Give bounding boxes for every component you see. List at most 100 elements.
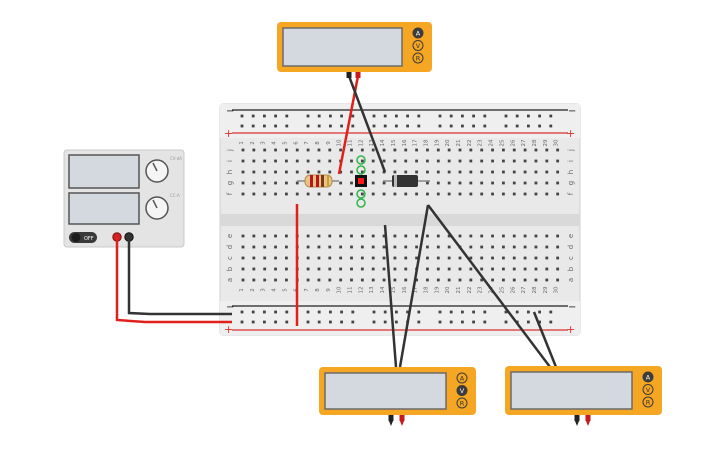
strip-hole[interactable] — [339, 181, 343, 185]
strip-hole[interactable] — [556, 170, 560, 174]
multimeter-bottom-right[interactable]: AVR — [505, 366, 662, 426]
rail-hole[interactable] — [263, 114, 266, 118]
strip-hole[interactable] — [274, 181, 277, 185]
strip-hole[interactable] — [480, 267, 484, 271]
rail-hole[interactable] — [240, 310, 244, 314]
strip-hole[interactable] — [350, 256, 353, 260]
strip-hole[interactable] — [415, 256, 418, 260]
strip-hole[interactable] — [436, 245, 440, 249]
bottom-left-meter-lead-1[interactable] — [383, 224, 398, 368]
rail-hole[interactable] — [417, 310, 421, 314]
strip-hole[interactable] — [274, 170, 277, 174]
strip-hole[interactable] — [436, 267, 440, 271]
strip-hole[interactable] — [491, 192, 494, 196]
strip-hole[interactable] — [252, 181, 256, 185]
strip-hole[interactable] — [252, 192, 256, 196]
red-probe-jack[interactable] — [355, 72, 361, 78]
strip-hole[interactable] — [360, 278, 364, 282]
strip-hole[interactable] — [502, 256, 505, 260]
rail-hole[interactable] — [538, 114, 541, 118]
black-probe-jack[interactable] — [388, 415, 394, 421]
strip-hole[interactable] — [295, 192, 299, 196]
rail-hole[interactable] — [274, 320, 277, 324]
strip-hole[interactable] — [523, 192, 527, 196]
strip-hole[interactable] — [415, 159, 418, 163]
strip-hole[interactable] — [328, 234, 332, 238]
rail-hole[interactable] — [538, 124, 541, 128]
strip-hole[interactable] — [502, 181, 505, 185]
rail-hole[interactable] — [340, 124, 343, 128]
rail-hole[interactable] — [240, 124, 244, 128]
rail-hole[interactable] — [372, 124, 376, 128]
strip-hole[interactable] — [252, 170, 256, 174]
strip-hole[interactable] — [415, 278, 418, 282]
rail-hole[interactable] — [383, 310, 387, 314]
strip-hole[interactable] — [393, 267, 397, 271]
strip-hole[interactable] — [382, 267, 386, 271]
strip-hole[interactable] — [404, 192, 408, 196]
rail-hole[interactable] — [329, 114, 332, 118]
rail-hole[interactable] — [285, 124, 289, 128]
strip-hole[interactable] — [317, 278, 321, 282]
strip-hole[interactable] — [534, 148, 538, 152]
rail-hole[interactable] — [527, 124, 530, 128]
strip-hole[interactable] — [404, 267, 408, 271]
strip-hole[interactable] — [252, 148, 256, 152]
strip-hole[interactable] — [502, 159, 505, 163]
strip-hole[interactable] — [285, 170, 288, 174]
strip-hole[interactable] — [523, 181, 527, 185]
strip-hole[interactable] — [556, 192, 560, 196]
meter-mode-button-r[interactable] — [456, 397, 468, 409]
rail-hole[interactable] — [417, 114, 421, 118]
strip-hole[interactable] — [556, 159, 560, 163]
rail-hole[interactable] — [461, 114, 464, 118]
rail-hole[interactable] — [240, 320, 244, 324]
rail-hole[interactable] — [329, 320, 332, 324]
strip-hole[interactable] — [393, 170, 397, 174]
strip-hole[interactable] — [534, 245, 538, 249]
strip-hole[interactable] — [393, 159, 397, 163]
strip-hole[interactable] — [371, 181, 375, 185]
strip-hole[interactable] — [317, 170, 321, 174]
meter-mode-button-a[interactable] — [642, 371, 654, 383]
strip-hole[interactable] — [436, 278, 440, 282]
strip-hole[interactable] — [263, 148, 267, 152]
rail-hole[interactable] — [472, 310, 475, 314]
strip-hole[interactable] — [458, 192, 462, 196]
strip-hole[interactable] — [502, 278, 505, 282]
strip-hole[interactable] — [295, 159, 299, 163]
strip-hole[interactable] — [317, 159, 321, 163]
rail-hole[interactable] — [504, 114, 508, 118]
strip-hole[interactable] — [491, 278, 494, 282]
strip-hole[interactable] — [274, 267, 277, 271]
strip-hole[interactable] — [545, 159, 549, 163]
strip-hole[interactable] — [491, 256, 494, 260]
strip-hole[interactable] — [556, 234, 560, 238]
strip-hole[interactable] — [545, 181, 549, 185]
rail-hole[interactable] — [515, 114, 519, 118]
strip-hole[interactable] — [339, 234, 343, 238]
rail-hole[interactable] — [483, 320, 487, 324]
strip-hole[interactable] — [469, 267, 473, 271]
strip-hole[interactable] — [306, 170, 310, 174]
power-supply[interactable]: CV-dA CC-A OFF — [63, 149, 185, 248]
rail-hole[interactable] — [263, 310, 266, 314]
strip-hole[interactable] — [545, 267, 549, 271]
strip-hole[interactable] — [252, 267, 256, 271]
strip-hole[interactable] — [404, 159, 408, 163]
strip-hole[interactable] — [556, 256, 560, 260]
strip-hole[interactable] — [382, 245, 386, 249]
strip-hole[interactable] — [458, 159, 462, 163]
rail-hole[interactable] — [351, 114, 355, 118]
strip-hole[interactable] — [360, 148, 364, 152]
strip-hole[interactable] — [545, 245, 549, 249]
strip-hole[interactable] — [447, 245, 451, 249]
rail-hole[interactable] — [285, 320, 289, 324]
strip-hole[interactable] — [502, 245, 505, 249]
rail-hole[interactable] — [306, 114, 310, 118]
strip-hole[interactable] — [328, 159, 332, 163]
strip-hole[interactable] — [350, 234, 353, 238]
strip-hole[interactable] — [556, 267, 560, 271]
strip-hole[interactable] — [426, 181, 429, 185]
strip-hole[interactable] — [415, 170, 418, 174]
